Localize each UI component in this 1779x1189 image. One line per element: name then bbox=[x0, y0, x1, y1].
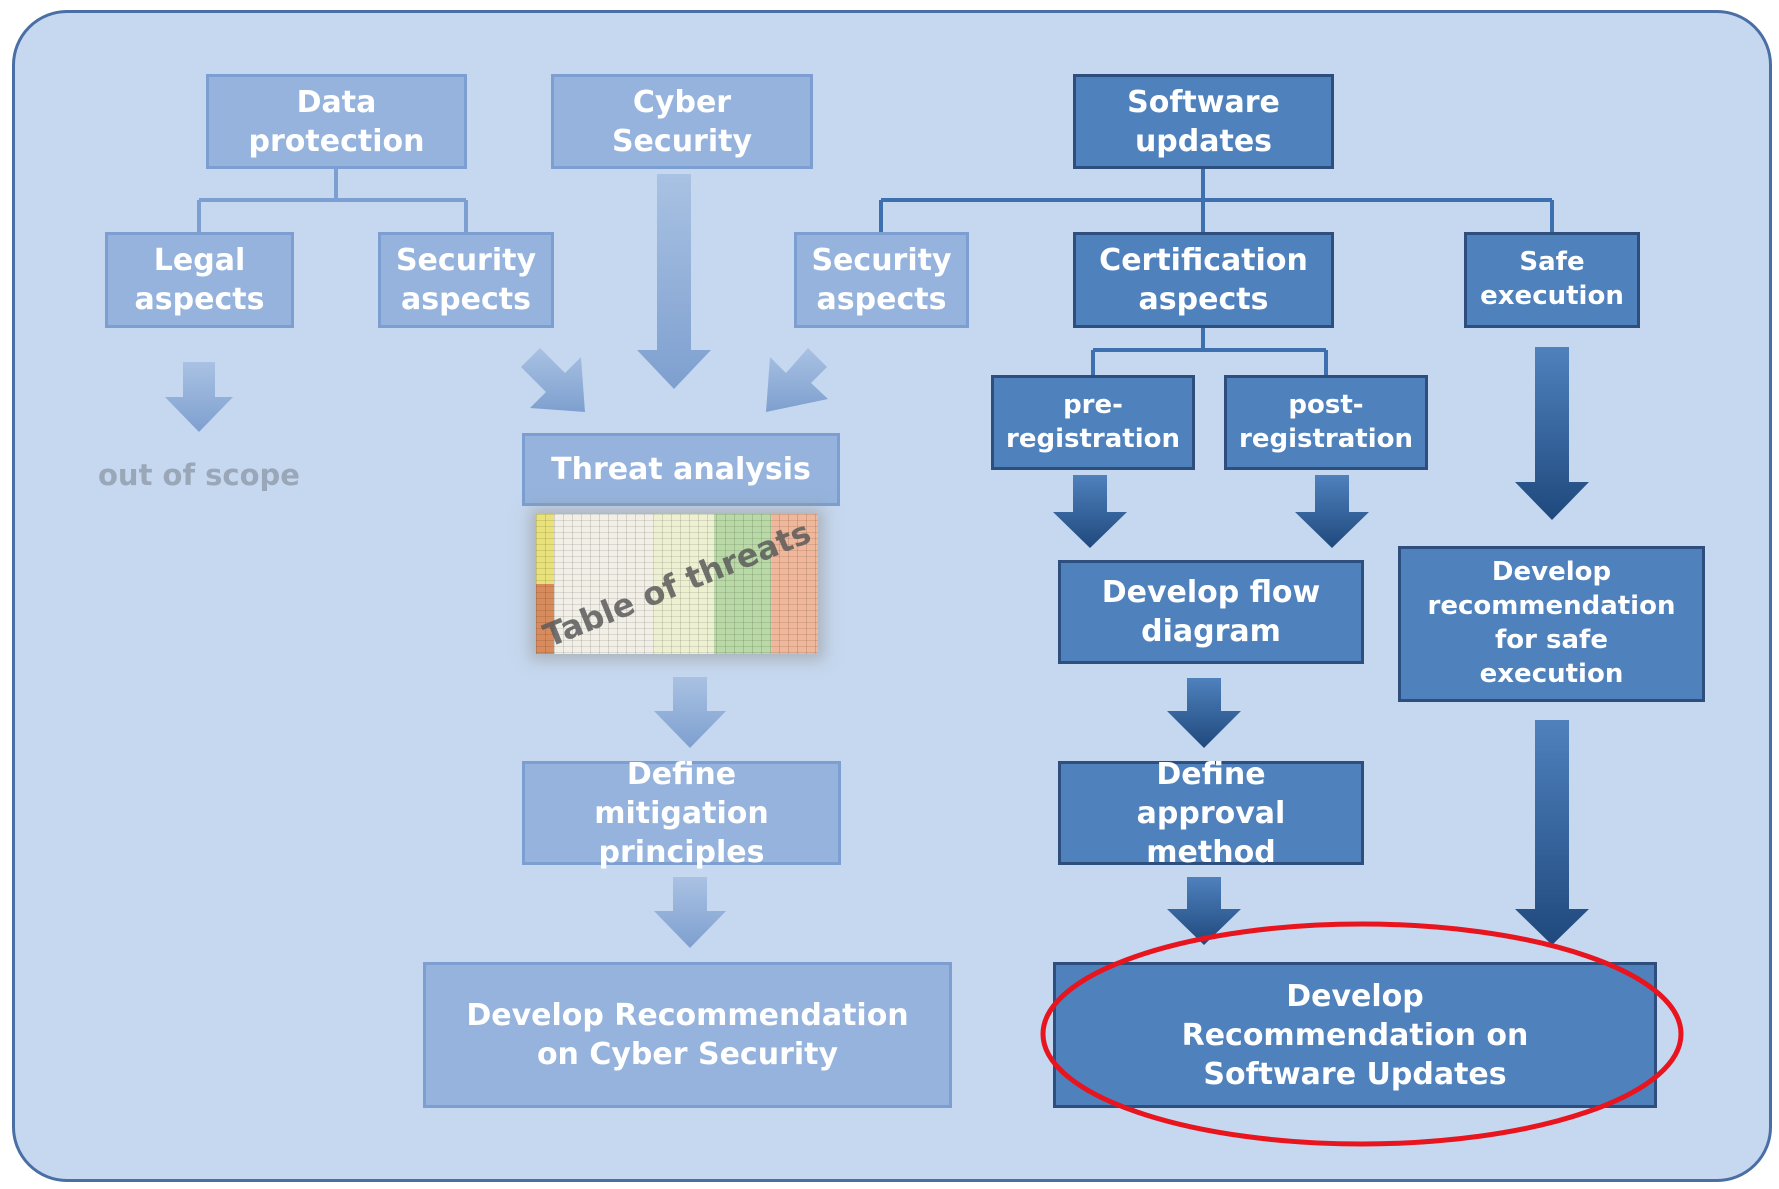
define-approval-box: Define approval method bbox=[1058, 757, 1364, 870]
table-of-threats-image: Table of threats bbox=[536, 514, 818, 654]
arrow-post-registration bbox=[1295, 475, 1369, 548]
software-updates-box: Software updates bbox=[1073, 74, 1334, 169]
security-aspects-mid-box: Security aspects bbox=[794, 232, 969, 328]
arrow-table-to-mitigation bbox=[654, 677, 726, 748]
threat-analysis-box: Threat analysis bbox=[522, 433, 840, 506]
out-of-scope-label: out of scope bbox=[98, 458, 300, 492]
certification-connector bbox=[1091, 327, 1328, 375]
arrow-security-mid-diagonal bbox=[766, 348, 828, 412]
cyber-security-recommendation-box: Develop Recommendation on Cyber Security bbox=[423, 962, 952, 1108]
arrow-safe-execution bbox=[1515, 347, 1589, 520]
certification-aspects-box: Certification aspects bbox=[1073, 232, 1334, 328]
cyber-security-box: Cyber Security bbox=[551, 74, 813, 169]
post-registration-box: post-registration bbox=[1224, 375, 1428, 470]
arrow-cyber-down bbox=[637, 174, 711, 389]
data-protection-box: Data protection bbox=[206, 74, 467, 169]
arrow-flow-to-approval bbox=[1167, 678, 1241, 748]
data-protection-connector bbox=[197, 168, 468, 232]
develop-flow-diagram-box: Develop flow diagram bbox=[1058, 560, 1364, 664]
legal-aspects-box: Legal aspects bbox=[105, 232, 294, 328]
pre-registration-box: pre-registration bbox=[991, 375, 1195, 470]
arrow-pre-registration bbox=[1053, 475, 1127, 548]
arrow-security-left-diagonal bbox=[521, 348, 585, 412]
software-updates-connector bbox=[879, 168, 1554, 232]
security-aspects-left-box: Security aspects bbox=[378, 232, 554, 328]
define-mitigation-box: Define mitigation principles bbox=[522, 757, 841, 870]
software-updates-recommendation-box: Develop Recommendation on Software Updat… bbox=[1053, 962, 1657, 1108]
arrow-approval-to-recommendation bbox=[1167, 877, 1241, 945]
arrow-mitigation-to-recommendation bbox=[654, 877, 726, 948]
arrow-legal-to-out-of-scope bbox=[165, 362, 233, 432]
highlight-ellipse bbox=[1040, 921, 1684, 1147]
safe-execution-recommendation-box: Develop recommendation for safe executio… bbox=[1398, 546, 1705, 702]
arrow-safe-rec-to-recommendation bbox=[1515, 720, 1589, 945]
safe-execution-box: Safe execution bbox=[1464, 232, 1640, 328]
